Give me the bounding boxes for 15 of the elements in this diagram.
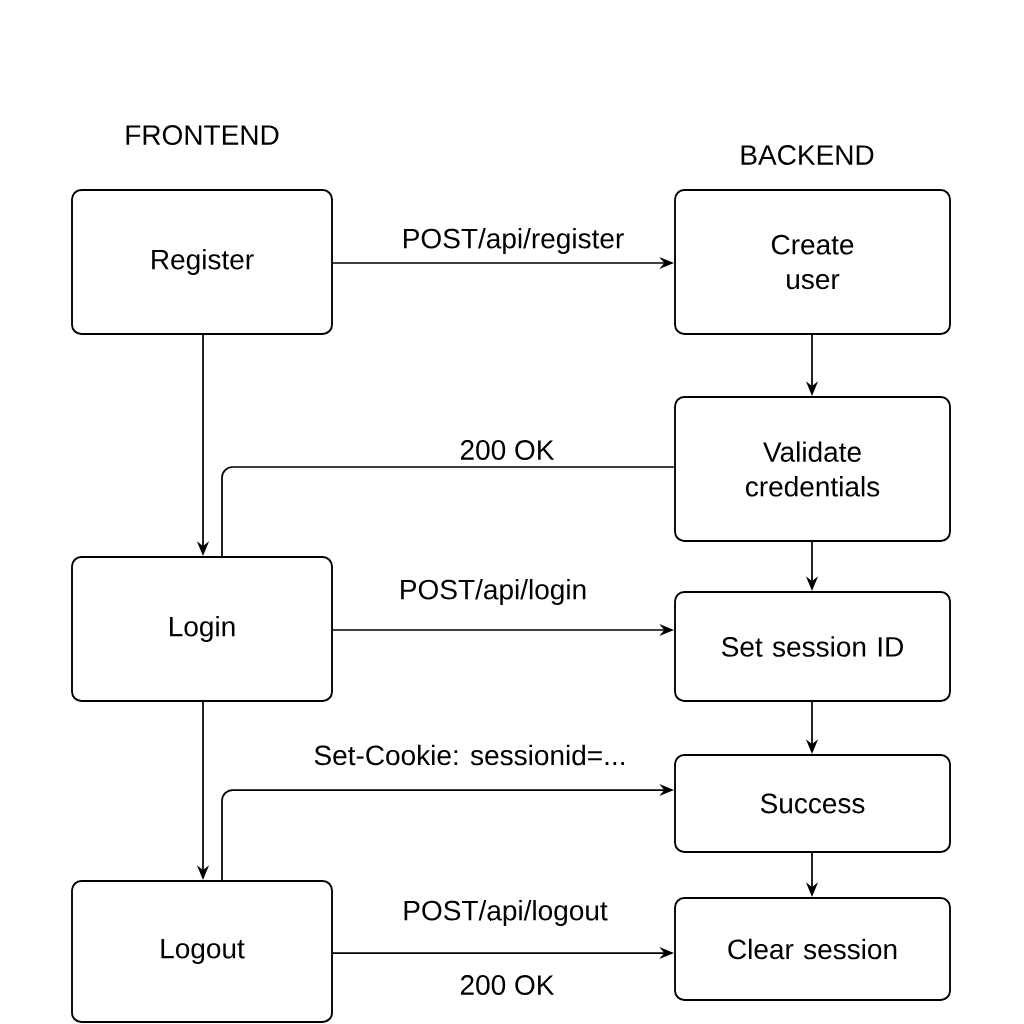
process-box: Set session ID xyxy=(674,591,951,702)
process-box: Login xyxy=(71,556,333,702)
process-box: Validate credentials xyxy=(674,396,951,542)
edge-label: POST/api/login xyxy=(397,577,589,607)
edge-label: Set-Cookie: sessionid=... xyxy=(312,743,628,767)
edge-label: POST/api/logout xyxy=(400,898,610,928)
process-box: Create user xyxy=(674,189,951,335)
process-box: Logout xyxy=(71,880,333,1023)
edge-label: POST/api/register xyxy=(400,226,626,256)
process-box: Register xyxy=(71,189,333,335)
edge-label: 200 OK xyxy=(458,438,556,462)
process-box: Clear session xyxy=(674,897,951,1001)
response-text: 200 OK xyxy=(460,975,555,995)
process-box: Success xyxy=(674,754,951,853)
column-heading: FRONTEND xyxy=(126,125,279,145)
